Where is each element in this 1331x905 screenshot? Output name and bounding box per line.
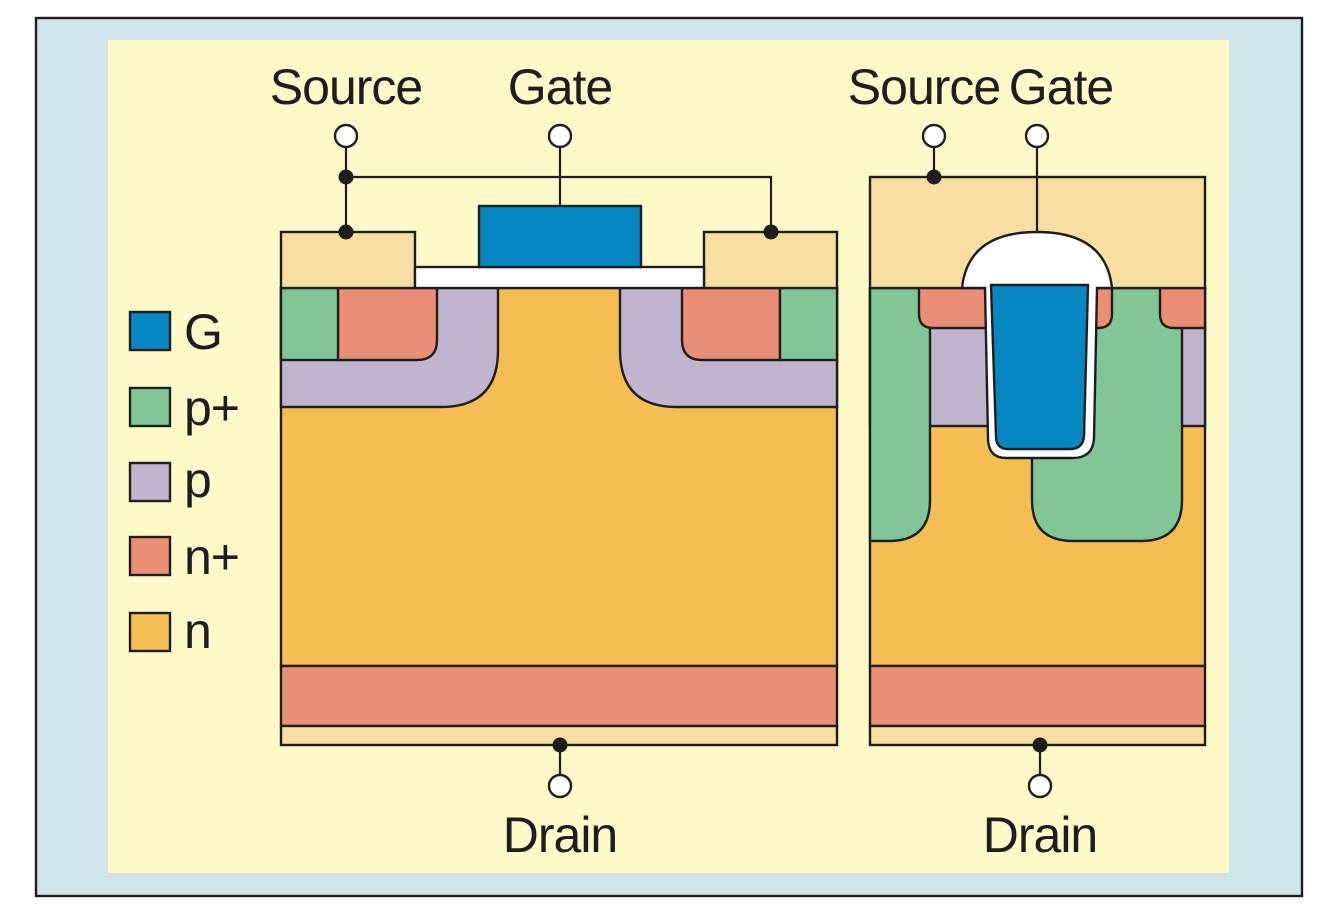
trench-drain-contact-dot: [1032, 737, 1048, 753]
trench-source-label: Source: [848, 59, 1000, 115]
legend-item-p: p: [128, 452, 212, 508]
planar-gate-label: Gate: [508, 59, 612, 115]
planar-p-plus-left: [279, 286, 340, 362]
legend-label-n: n: [184, 603, 211, 659]
planar-source-metal-left: [279, 230, 417, 290]
trench-mosfet: Source Gate Drain: [848, 59, 1207, 863]
trench-source-terminal: [921, 123, 947, 149]
legend-label-n-plus: n+: [184, 529, 239, 585]
legend-item-p-plus: p+: [128, 380, 240, 436]
legend-label-p: p: [184, 452, 211, 508]
trench-source-contact-dot: [926, 169, 942, 185]
planar-gate-oxide: [413, 265, 706, 290]
trench-n-plus-substrate: [868, 664, 1207, 728]
trench-gate-label: Gate: [1009, 59, 1113, 115]
legend: G p+ p n+ n: [128, 304, 240, 659]
planar-mosfet: Source Gate Drain: [270, 59, 839, 863]
legend-swatch-p-plus: [128, 386, 172, 428]
planar-drain-terminal: [547, 773, 573, 799]
planar-source-label: Source: [270, 59, 422, 115]
legend-label-gate: G: [184, 304, 222, 360]
legend-item-n-plus: n+: [128, 529, 240, 585]
trench-gate-terminal: [1024, 123, 1050, 149]
legend-item-n: n: [128, 603, 212, 659]
legend-swatch-gate: [128, 310, 172, 352]
legend-label-p-plus: p+: [184, 380, 239, 436]
trench-drain-label: Drain: [983, 807, 1097, 863]
planar-source-contact-dot-right: [763, 224, 779, 240]
planar-n-plus-substrate: [279, 664, 839, 728]
planar-gate-terminal: [547, 123, 573, 149]
legend-item-gate: G: [128, 304, 223, 360]
planar-source-metal-right: [702, 230, 839, 290]
planar-drain-label: Drain: [503, 807, 617, 863]
legend-swatch-p: [128, 461, 172, 503]
legend-swatch-n: [128, 611, 172, 653]
planar-p-plus-right: [778, 286, 839, 362]
trench-p-plus-left: [868, 286, 932, 543]
planar-source-junction-dot: [338, 169, 354, 185]
trench-drain-terminal: [1027, 773, 1053, 799]
planar-source-terminal: [333, 123, 359, 149]
trench-gate-electrode: [989, 283, 1090, 451]
planar-n-plus-source-right: [680, 286, 782, 362]
planar-source-contact-dot-left: [338, 224, 354, 240]
planar-n-plus-source-left: [336, 286, 439, 362]
planar-gate-electrode: [477, 204, 643, 269]
planar-drain-contact-dot: [552, 737, 568, 753]
legend-swatch-n-plus: [128, 535, 172, 577]
trench-n-plus-source-right: [1158, 286, 1207, 330]
